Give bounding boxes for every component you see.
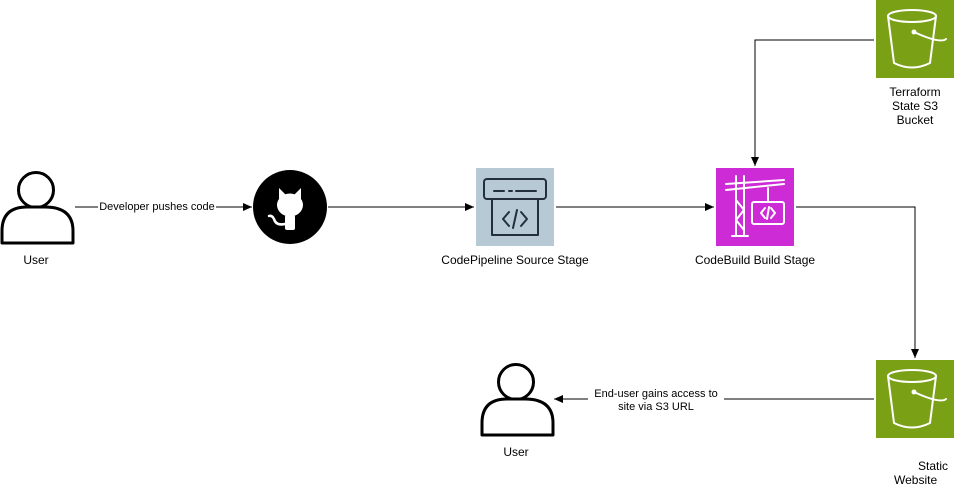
static-website-label: Static Website: [880, 459, 955, 487]
user-bottom-label: User: [503, 445, 529, 459]
static-website-label-line: Website: [894, 473, 938, 487]
edge-terraform-to-codebuild: [751, 39, 874, 166]
github-icon: [253, 170, 327, 244]
edge-label-push: Developer pushes code: [98, 201, 216, 214]
terraform-state-label-line: Bucket: [896, 113, 934, 127]
codepipeline-label: CodePipeline Source Stage: [441, 253, 589, 267]
user-icon: [0, 171, 75, 245]
edge-label-access-line: site via S3 URL: [618, 401, 694, 413]
terraform-state-label-line: State S3: [891, 99, 939, 113]
edge-codebuild-to-static-website: [796, 206, 919, 358]
codebuild-icon: [716, 168, 794, 246]
codepipeline-icon: [476, 168, 554, 246]
static-website-label-line: Static: [918, 459, 949, 473]
user-icon: [480, 363, 555, 437]
edge-label-access: End-user gains access to site via S3 URL: [588, 388, 724, 414]
s3-bucket-icon: [876, 0, 954, 78]
user-left-label: User: [23, 253, 49, 267]
edge-label-access-line: End-user gains access to: [594, 388, 718, 400]
terraform-state-label: Terraform State S3 Bucket: [875, 85, 955, 127]
s3-bucket-icon: [876, 360, 954, 438]
terraform-state-label-line: Terraform: [889, 85, 941, 99]
codebuild-label: CodeBuild Build Stage: [694, 253, 816, 267]
